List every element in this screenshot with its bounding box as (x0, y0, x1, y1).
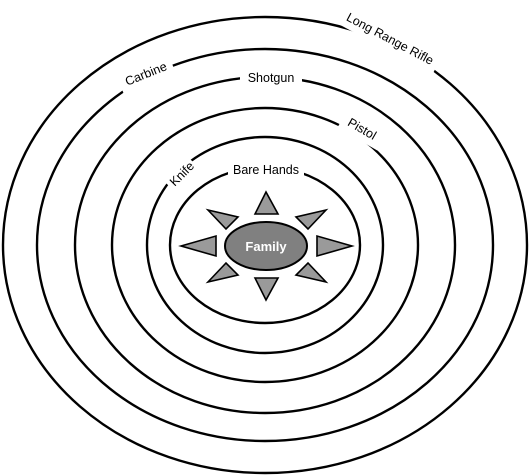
spike-top-right-icon (294, 208, 329, 231)
spike-top-icon (253, 190, 280, 215)
spike-group (178, 190, 355, 302)
label-gap-long-range (337, 3, 443, 75)
spike-top-left-icon (205, 208, 240, 231)
ring-pistol (110, 106, 420, 384)
label-long-range-rifle: Long Range Rifle (344, 10, 436, 68)
spike-bottom-right-icon (294, 261, 329, 284)
spike-bottom-left-icon (205, 261, 240, 284)
spike-bottom-icon (253, 277, 280, 302)
center-family-ellipse (224, 221, 308, 271)
ring-long-range-rifle (1, 15, 529, 475)
ring-knife (145, 135, 385, 355)
label-gap-bare-hands (228, 158, 304, 178)
label-gap-carbine (115, 53, 177, 95)
label-gap-knife (159, 152, 203, 196)
ring-carbine (35, 47, 495, 443)
label-gap-pistol (337, 108, 389, 151)
center-label: Family (245, 239, 287, 254)
label-gap-shotgun (240, 67, 302, 87)
label-shotgun: Shotgun (248, 71, 295, 85)
label-bare-hands: Bare Hands (233, 163, 299, 177)
spike-right-icon (316, 234, 355, 258)
spike-left-icon (178, 234, 217, 258)
